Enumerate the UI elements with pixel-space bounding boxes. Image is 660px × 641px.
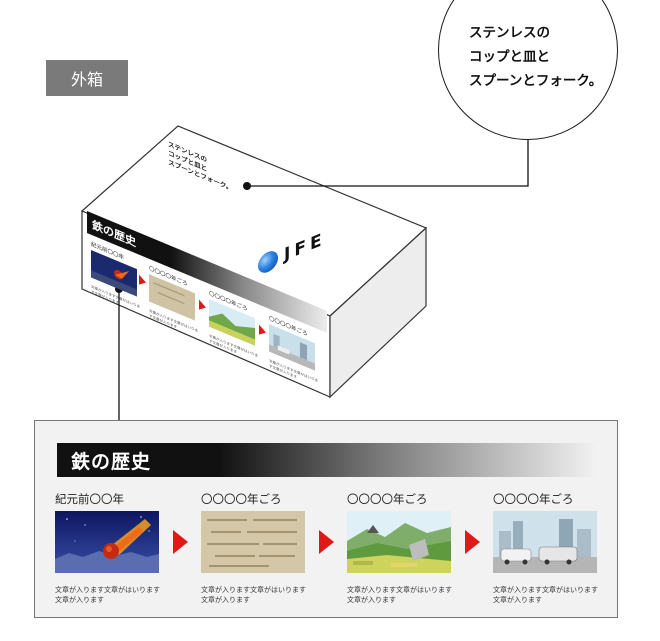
side-card: 紀元前〇〇年 文章が入ります文章がはいります文章が入ります [91, 240, 141, 315]
box-end-face [329, 226, 427, 399]
timeline-card: 〇〇〇〇年ごろ 文章が入ります文章がはいります文章が入ります [493, 491, 633, 605]
landscape-illustration [209, 299, 255, 346]
timeline-arrow [465, 530, 480, 554]
ancient-texture-illustration [149, 274, 195, 321]
callout-line: コップと皿と [469, 49, 550, 65]
outer-box-label-text: 外箱 [70, 70, 103, 89]
detail-panel: 鉄の歴史 紀元前〇〇年 文章が入ります文章がはいります文章が入ります [34, 420, 618, 618]
box-side-print: 鉄の歴史 紀元前〇〇年 文章が入ります文章がはいります文章が入ります 〇〇〇〇年… [87, 211, 327, 451]
timeline-arrow [319, 530, 334, 554]
timeline-title: 鉄の歴史 [71, 451, 152, 473]
timeline-card-desc: 文章が入ります文章がはいります文章が入ります [201, 586, 306, 604]
side-card: 〇〇〇〇年ごろ 文章が入ります文章がはいります文章が入ります [209, 289, 259, 364]
timeline-card-year: 〇〇〇〇年ごろ [201, 492, 282, 506]
timeline-card: 紀元前〇〇年 文章が入ります文章がはいります文章が入ります [55, 491, 195, 605]
landscape-illustration [347, 511, 451, 573]
connector-dot-top [243, 182, 251, 190]
side-arrow [199, 299, 206, 313]
timeline-card-desc: 文章が入ります文章がはいります文章が入ります [347, 586, 452, 604]
timeline-arrow [173, 530, 188, 554]
ancient-texture-illustration [201, 511, 305, 573]
callout-line: ステンレスの [469, 25, 550, 41]
meteor-illustration [91, 249, 137, 297]
timeline-card-year: 〇〇〇〇年ごろ [347, 492, 428, 506]
callout-line: スプーンとフォーク。 [469, 73, 603, 89]
timeline-title-banner: 鉄の歴史 [57, 443, 597, 477]
meteor-illustration [55, 511, 159, 573]
side-arrow [259, 324, 266, 338]
cars-city-illustration [493, 511, 597, 573]
timeline-card: 〇〇〇〇年ごろ 文章が入ります文章がはいります文章が入ります [347, 491, 487, 605]
cars-city-illustration [269, 324, 315, 371]
timeline-card-desc: 文章が入ります文章がはいります文章が入ります [493, 586, 598, 604]
side-card: 〇〇〇〇年ごろ 文章が入ります文章がはいります文章が入ります [269, 314, 319, 389]
timeline-card-desc: 文章が入ります文章がはいります文章が入ります [55, 586, 160, 604]
outer-box-label: 外箱 [46, 60, 128, 96]
connector-line-top [247, 132, 529, 187]
side-card: 〇〇〇〇年ごろ 文章が入ります文章がはいります文章が入ります [149, 264, 199, 339]
timeline-card-year: 紀元前〇〇年 [55, 492, 124, 506]
timeline-card: 〇〇〇〇年ごろ 文章が入ります文章がはいります文章が入ります [201, 491, 341, 605]
callout-bubble: ステンレスの コップと皿と スプーンとフォーク。 [438, 0, 618, 140]
timeline-card-year: 〇〇〇〇年ごろ [493, 492, 574, 506]
callout-text: ステンレスの コップと皿と スプーンとフォーク。 [469, 21, 602, 93]
